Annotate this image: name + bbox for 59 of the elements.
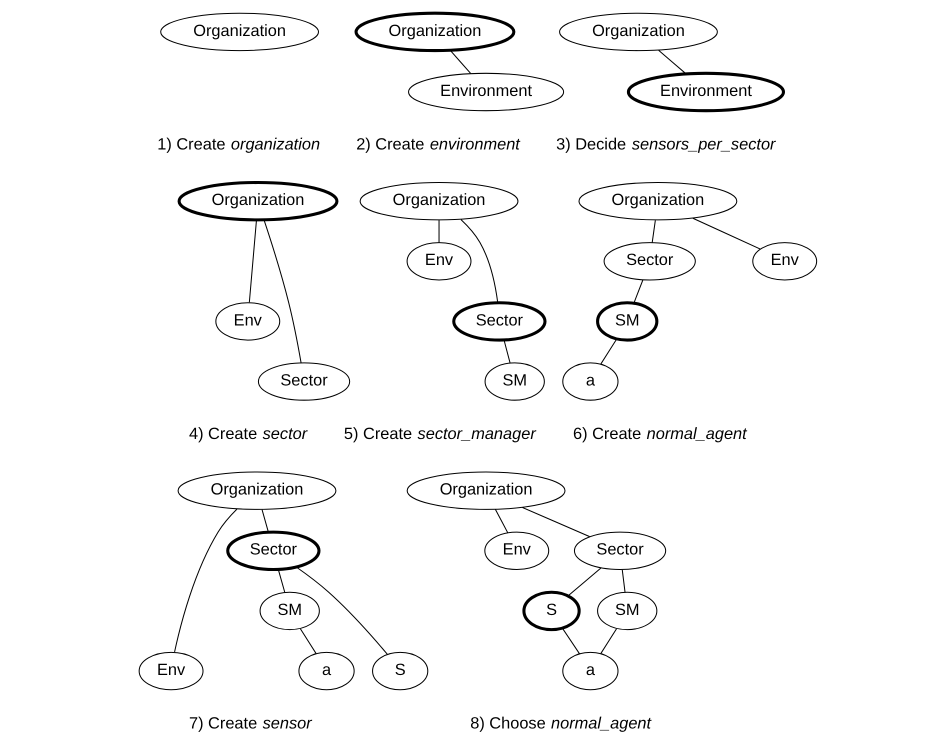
node-ellipse: Organization <box>354 11 516 52</box>
label: 3) Decide sensors_per_sector <box>556 134 776 153</box>
label: 4) Create sector <box>188 424 308 442</box>
connector <box>622 569 626 592</box>
connector <box>174 508 238 652</box>
node-ellipse: S <box>522 590 581 631</box>
connector <box>278 568 286 592</box>
label: 8) Choose normal_agent <box>470 714 652 732</box>
label: 6) Create normal_agent <box>573 424 747 442</box>
node-ellipse: Organization <box>178 471 336 510</box>
node-ellipse: Organization <box>160 12 320 51</box>
node-ellipse: Organization <box>578 182 738 220</box>
node-ellipse: Env <box>752 242 818 280</box>
node-ellipse: Sector <box>258 362 350 400</box>
node-ellipse: Organization <box>559 12 718 51</box>
label: 2) Create environment <box>356 134 520 153</box>
node-ellipse: SM <box>597 591 658 630</box>
node-ellipse: a <box>298 651 355 690</box>
node-ellipse: Sector <box>604 242 696 280</box>
node-ellipse: SM <box>484 362 545 400</box>
node-ellipse: a <box>562 362 619 400</box>
node-ellipse: SM <box>260 591 320 630</box>
node-ellipse: Organization <box>178 180 338 221</box>
connector <box>296 566 388 654</box>
connector <box>438 220 440 242</box>
connector <box>262 509 269 532</box>
connector <box>568 567 602 596</box>
label: 5) Create sector_manager <box>344 424 536 442</box>
node-ellipse: Sector <box>452 300 547 342</box>
node-ellipse: Environment <box>626 71 786 112</box>
connector <box>658 49 686 74</box>
node-ellipse: a <box>562 651 619 690</box>
connector <box>300 628 316 654</box>
connector <box>522 506 590 537</box>
node-ellipse: S <box>372 651 428 690</box>
connector <box>562 628 580 654</box>
connector <box>264 220 302 362</box>
node-ellipse: SM <box>596 300 658 342</box>
connector <box>600 338 617 364</box>
connector <box>600 628 617 654</box>
node-ellipse: Organization <box>406 471 566 510</box>
node-ellipse: Env <box>215 302 280 340</box>
node-ellipse: Environment <box>408 72 564 111</box>
label: 7) Create sensor <box>188 714 312 732</box>
connector <box>450 50 471 74</box>
connector <box>504 340 511 362</box>
node-ellipse: Env <box>138 651 204 690</box>
connector <box>652 220 656 242</box>
node-ellipse: Sector <box>574 531 666 570</box>
node-ellipse: Env <box>406 242 472 280</box>
node-ellipse: Env <box>484 531 550 570</box>
node-ellipse: Sector <box>226 530 320 571</box>
label: 1) Create organization <box>157 134 320 153</box>
connector <box>248 220 257 302</box>
node-ellipse: Organization <box>360 182 518 220</box>
connector <box>692 217 760 250</box>
connector <box>634 279 644 302</box>
connector <box>495 508 508 532</box>
connector <box>460 218 498 302</box>
